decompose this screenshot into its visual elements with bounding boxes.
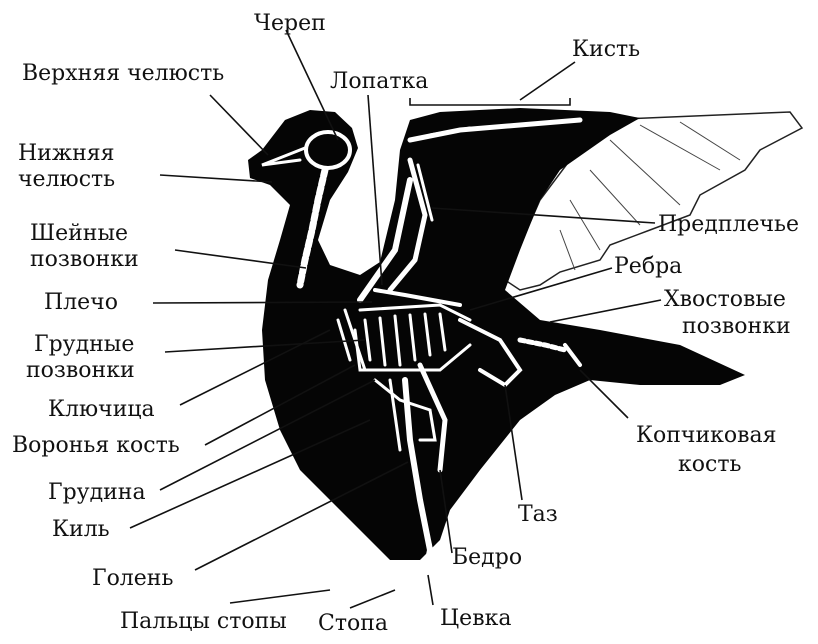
label-hand: Кисть [572,38,640,62]
label-skull: Череп [254,12,326,36]
label-tail-vertebrae-1: Хвостовые [664,288,786,312]
label-neck-vertebrae-1: Шейные [30,222,128,246]
label-thoracic-vertebrae-1: Грудные [34,333,134,357]
label-thoracic-vertebrae-2: позвонки [26,359,135,383]
label-pygostyle-2: кость [678,453,741,477]
label-lower-jaw-1: Нижняя [18,142,115,166]
label-pelvis: Таз [518,503,558,527]
label-tibia: Голень [92,567,173,591]
label-tail-vertebrae-2: позвонки [682,315,791,339]
label-toes: Пальцы стопы [120,610,287,634]
label-forearm: Предплечье [658,213,799,237]
label-pygostyle-1: Копчиковая [636,424,777,448]
label-shoulder: Плечо [44,291,118,315]
label-coracoid: Воронья кость [12,434,180,458]
label-ribs: Ребра [614,255,682,279]
label-femur: Бедро [452,546,522,570]
label-clavicle: Ключица [48,398,155,422]
label-keel: Киль [52,518,110,542]
label-scapula: Лопатка [330,70,428,94]
label-sternum: Грудина [48,481,146,505]
label-upper-jaw: Верхняя челюсть [22,62,224,86]
label-lower-jaw-2: челюсть [18,168,115,192]
label-foot: Стопа [318,612,388,636]
label-neck-vertebrae-2: позвонки [30,248,139,272]
label-tarsus: Цевка [440,607,511,631]
